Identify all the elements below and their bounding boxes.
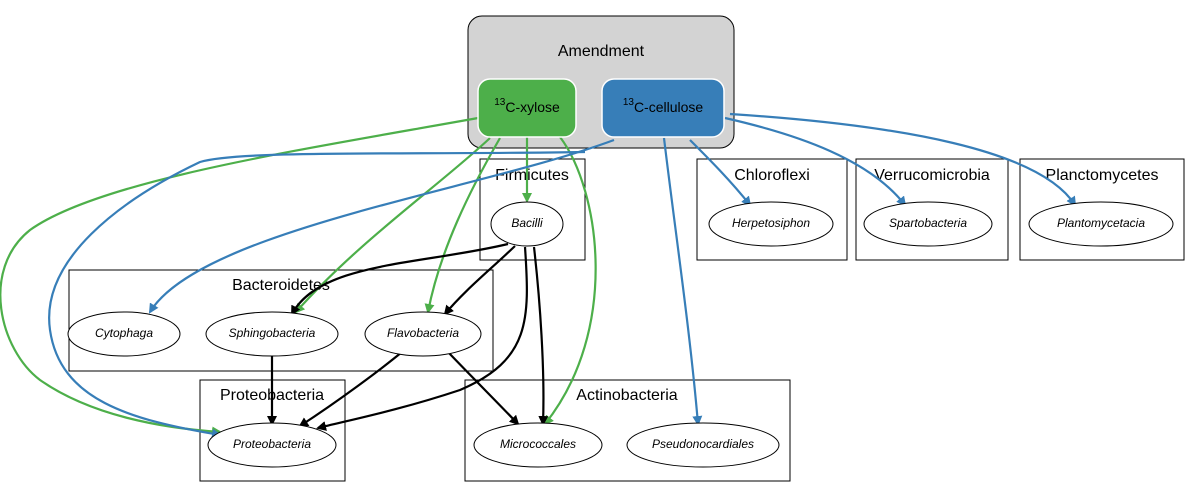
cluster-bacteroidetes: Bacteroidetes <box>68 269 494 372</box>
edges-xylose <box>0 116 597 437</box>
node-label-cytophaga: Cytophaga <box>95 326 153 340</box>
node-sphingobacteria: Sphingobacteria <box>205 311 339 357</box>
edge-cellulose-plantomycetacia <box>729 112 1077 207</box>
edge-xylose-flavobacteria <box>424 137 501 314</box>
cluster-actinobacteria: Actinobacteria <box>464 379 791 482</box>
node-cellulose: 13C-cellulose <box>601 78 725 138</box>
node-label-plantomycetacia: Plantomycetacia <box>1057 216 1145 230</box>
edge-bacilli-micrococcales <box>532 246 549 426</box>
cluster-title-verrucomicrobia: Verrucomicrobia <box>874 167 990 184</box>
edges-cellulose <box>48 112 1077 439</box>
node-micrococcales: Micrococcales <box>473 422 603 468</box>
node-pseudonocardiales: Pseudonocardiales <box>626 422 780 468</box>
node-proteobacteria: Proteobacteria <box>207 422 337 468</box>
edge-flavobacteria-micrococcales <box>447 351 520 426</box>
cluster-title-planctomycetes: Planctomycetes <box>1046 167 1159 184</box>
node-label-spartobacteria: Spartobacteria <box>889 216 967 230</box>
cluster-title-firmicutes: Firmicutes <box>495 167 569 184</box>
edge-bacilli-proteobacteria <box>316 246 528 431</box>
edge-flavobacteria-proteobacteria <box>298 351 403 428</box>
xylose-sup: 13 <box>494 97 506 108</box>
node-cytophaga: Cytophaga <box>67 311 181 357</box>
node-plantomycetacia: Plantomycetacia <box>1028 201 1174 247</box>
edge-xylose-micrococcales <box>543 136 597 426</box>
cluster-title-actinobacteria: Actinobacteria <box>576 387 677 404</box>
cluster-title-bacteroidetes: Bacteroidetes <box>232 277 330 294</box>
cellulose-sup: 13 <box>623 97 635 108</box>
node-label-herpetosiphon: Herpetosiphon <box>732 216 810 230</box>
edges-internal <box>267 242 549 431</box>
node-herpetosiphon: Herpetosiphon <box>708 201 834 247</box>
cellulose-label: C-cellulose <box>634 99 703 115</box>
edge-cellulose-proteobacteria <box>48 150 586 439</box>
node-label-pseudonocardiales: Pseudonocardiales <box>652 437 754 451</box>
svg-text:13C-xylose: 13C-xylose <box>494 97 560 115</box>
node-spartobacteria: Spartobacteria <box>863 201 993 247</box>
node-bacilli: Bacilli <box>490 201 564 247</box>
node-label-proteobacteria: Proteobacteria <box>233 437 311 451</box>
node-xylose: 13C-xylose <box>477 78 577 138</box>
edge-cellulose-pseudonocardiales <box>662 137 703 426</box>
cluster-verrucomicrobia: Verrucomicrobia <box>855 158 1009 261</box>
edge-cellulose-spartobacteria <box>724 116 907 207</box>
cluster-chloroflexi: Chloroflexi <box>696 158 848 261</box>
edge-bacilli-sphingobacteria <box>291 242 509 316</box>
edge-cellulose-cytophaga <box>148 138 615 314</box>
node-label-bacilli: Bacilli <box>511 216 543 230</box>
xylose-label: C-xylose <box>505 99 560 115</box>
node-label-sphingobacteria: Sphingobacteria <box>229 326 316 340</box>
edge-cellulose-herpetosiphon <box>689 139 752 207</box>
cluster-title-chloroflexi: Chloroflexi <box>734 167 810 184</box>
cluster-planctomycetes: Planctomycetes <box>1019 158 1185 261</box>
amendment-title: Amendment <box>558 43 645 60</box>
edge-bacilli-flavobacteria <box>443 245 516 316</box>
edge-xylose-proteobacteria <box>0 116 479 437</box>
node-flavobacteria: Flavobacteria <box>364 311 482 357</box>
node-label-micrococcales: Micrococcales <box>500 437 576 451</box>
svg-text:13C-cellulose: 13C-cellulose <box>623 97 704 115</box>
node-label-flavobacteria: Flavobacteria <box>387 326 459 340</box>
